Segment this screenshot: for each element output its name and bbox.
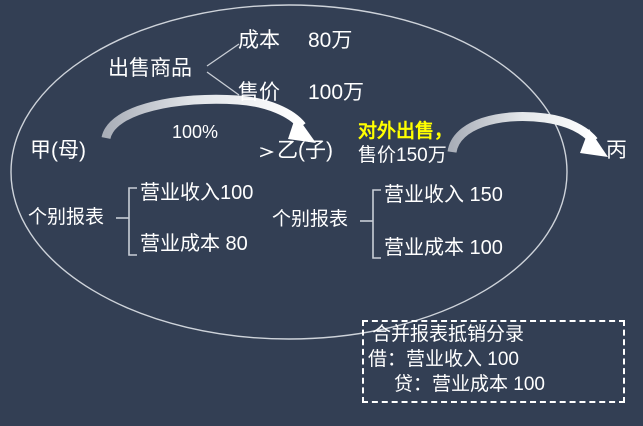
right-report-bracket	[372, 189, 381, 259]
goods-transfer-arrow-head	[288, 115, 316, 143]
product-title: 出售商品	[108, 57, 192, 80]
external-sale-arrow-head	[580, 129, 608, 157]
product-cost-label: 成本	[238, 29, 280, 52]
ownership-percentage: 100%	[172, 122, 219, 142]
external-sale-arrow-body	[447, 112, 598, 154]
product-branch-cost-line	[206, 43, 240, 67]
external-sale-price: 售价150万	[358, 145, 447, 166]
elimination-entry-box	[362, 320, 625, 403]
elimination-entry-credit: 贷：营业成本 100	[394, 374, 545, 395]
elimination-entry-title: 合并报表抵销分录	[372, 324, 525, 345]
external-sale-note: 对外出售，	[358, 121, 454, 142]
left-report-bracket	[128, 187, 137, 256]
entity-parent: 甲(母)	[30, 139, 86, 162]
left-report-revenue: 营业收入100	[140, 182, 254, 204]
product-price-label: 售价	[238, 81, 280, 104]
product-branch-price-line	[206, 71, 240, 96]
elimination-entry-debit: 借：营业收入 100	[368, 349, 519, 370]
consolidation-group-ellipse	[10, 4, 568, 340]
right-report-title: 个别报表	[272, 209, 349, 230]
product-price-value: 100万	[308, 81, 365, 104]
entity-third-party: 丙	[606, 139, 627, 162]
goods-transfer-arrow-body	[101, 94, 306, 140]
product-cost-value: 80万	[308, 29, 353, 52]
left-report-cost: 营业成本 80	[140, 233, 248, 255]
right-report-cost: 营业成本 100	[384, 237, 503, 259]
right-report-revenue: 营业收入 150	[384, 184, 503, 206]
entity-subsidiary: 乙(子)	[277, 139, 333, 162]
left-report-title: 个别报表	[28, 207, 105, 228]
